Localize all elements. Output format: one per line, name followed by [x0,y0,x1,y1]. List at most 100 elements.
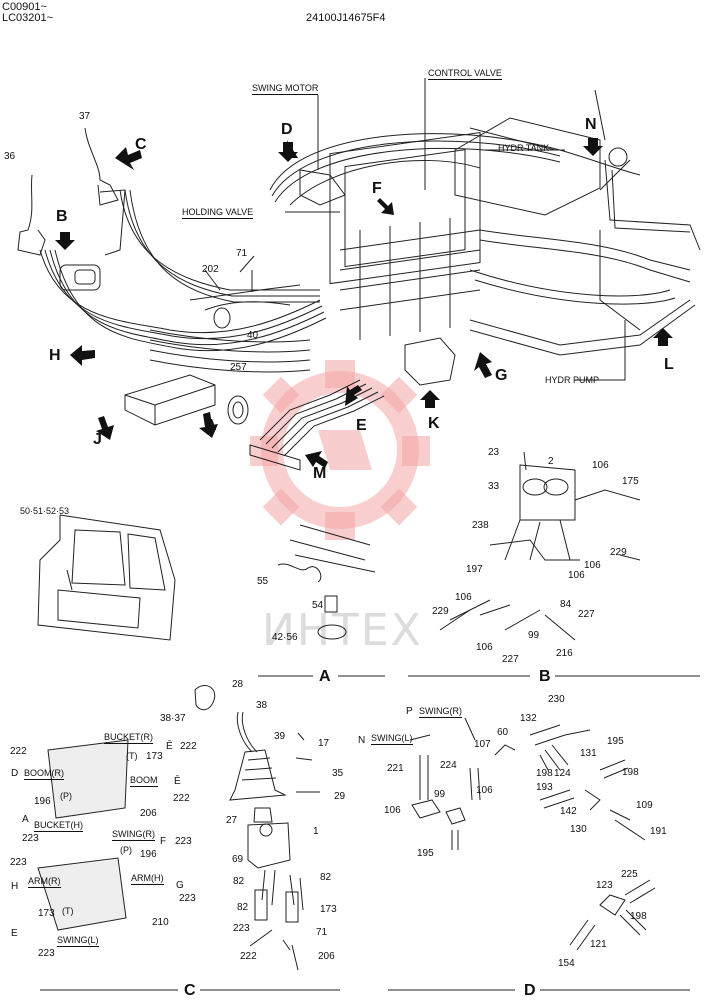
pattern-223d: 223 [179,893,196,904]
cab-label: 50·51·52·53 [20,506,70,516]
pattern-h: H [11,881,19,892]
pattern-e3: E [11,928,18,939]
view-d-part-106b: 106 [476,785,493,796]
part-36: 36 [4,151,16,162]
view-b-part-23: 23 [488,447,500,458]
view-b-part-197: 197 [466,564,483,575]
view-c-part-35: 35 [332,768,344,779]
part-257: 257 [230,362,247,373]
view-d-part-142: 142 [560,806,577,817]
view-a-part-55: 55 [257,576,269,587]
view-d-part-106a: 106 [384,805,401,816]
view-b-part-106d: 106 [455,592,472,603]
pattern-222c: 222 [173,793,190,804]
view-d-part-225: 225 [621,869,638,880]
view-c-part-71: 71 [316,927,328,938]
view-c-part-28: 28 [232,679,244,690]
pattern-t2: (T) [62,906,74,916]
view-letter-c: C [135,136,147,153]
pattern-t1: (T) [126,751,138,761]
label-hydr-tank: HYDR TANK [498,143,550,153]
view-b-part-99: 99 [528,630,540,641]
part-40: 40 [247,330,259,341]
view-letter-b: B [56,208,68,225]
view-letter-n: N [585,116,597,133]
pattern-boom-r: BOOM(R) [24,768,64,780]
view-d-part-109: 109 [636,800,653,811]
view-d-part-193: 193 [536,782,553,793]
pattern-e1: Ē [166,741,173,752]
view-c-part-17: 17 [318,738,330,749]
view-c-part-82c: 82 [237,902,249,913]
view-letter-a: A [205,417,217,434]
view-letter-g: G [495,367,508,384]
view-letter-k: K [428,415,440,432]
view-b-part-227b: 227 [502,654,519,665]
view-letter-j: J [93,431,102,448]
view-b-part-2: 2 [548,456,554,467]
pattern-boom: BOOM [130,775,158,787]
view-c-part-39: 39 [274,731,286,742]
view-a-part-42-56: 42·56 [272,632,298,643]
pattern-bucket-r: BUCKET(R) [104,732,153,744]
section-title-a: A [319,668,331,685]
view-d-part-195b: 195 [417,848,434,859]
pattern-223b: 223 [175,836,192,847]
view-d-part-191: 191 [650,826,667,837]
view-d-part-224: 224 [440,760,457,771]
view-b-part-106a: 106 [592,460,609,471]
view-d-part-230: 230 [548,694,565,705]
pattern-a: A [22,814,29,825]
view-d-part-130: 130 [570,824,587,835]
view-b-part-238: 238 [472,520,489,531]
view-d-part-195a: 195 [607,736,624,747]
view-d-part-198a: 198 [536,768,553,779]
part-37: 37 [79,111,91,122]
view-c-part-38-37: 38·37 [160,713,186,724]
view-b-part-106b: 106 [584,560,601,571]
view-d-swing-r: SWING(R) [419,706,462,718]
view-a-part-54: 54 [312,600,324,611]
pattern-173: 173 [146,751,163,762]
pattern-223c: 223 [10,857,27,868]
view-d-p-circle: P [406,706,413,717]
part-71: 71 [236,248,248,259]
section-title-d: D [524,982,536,999]
view-b-part-216: 216 [556,648,573,659]
watermark-text: ИНТЕХ [262,605,423,656]
view-letter-d: D [281,121,293,138]
serial-range-2: LC03201~ [2,12,54,24]
view-letter-e: E [356,417,367,434]
view-b-part-229a: 229 [610,547,627,558]
drawing-number: 24100J14675F4 [306,12,386,24]
pattern-f: F [160,836,167,847]
view-d-n-circle: N [358,735,366,746]
view-c-part-82b: 82 [320,872,332,883]
view-c-part-82a: 82 [233,876,245,887]
view-c-part-173: 173 [320,904,337,915]
part-202: 202 [202,264,219,275]
label-swing-motor: SWING MOTOR [252,83,319,95]
pattern-173b: 173 [38,908,55,919]
view-d-part-121: 121 [590,939,607,950]
pattern-swing-l: SWING(L) [57,935,99,947]
pattern-bucket-h: BUCKET(H) [34,820,83,832]
pattern-196b: 196 [140,849,157,860]
pattern-arm-r: ARM(R) [28,876,61,888]
view-c-part-38: 38 [256,700,268,711]
view-letter-f: F [372,180,382,197]
view-b-part-33: 33 [488,481,500,492]
view-d-part-221: 221 [387,763,404,774]
view-c-part-29: 29 [334,791,346,802]
label-holding-valve: HOLDING VALVE [182,207,254,219]
pattern-222b: 222 [180,741,197,752]
view-d-part-198c: 198 [630,911,647,922]
view-letter-h: H [49,347,61,364]
pattern-206: 206 [140,808,157,819]
view-c-part-69: 69 [232,854,244,865]
